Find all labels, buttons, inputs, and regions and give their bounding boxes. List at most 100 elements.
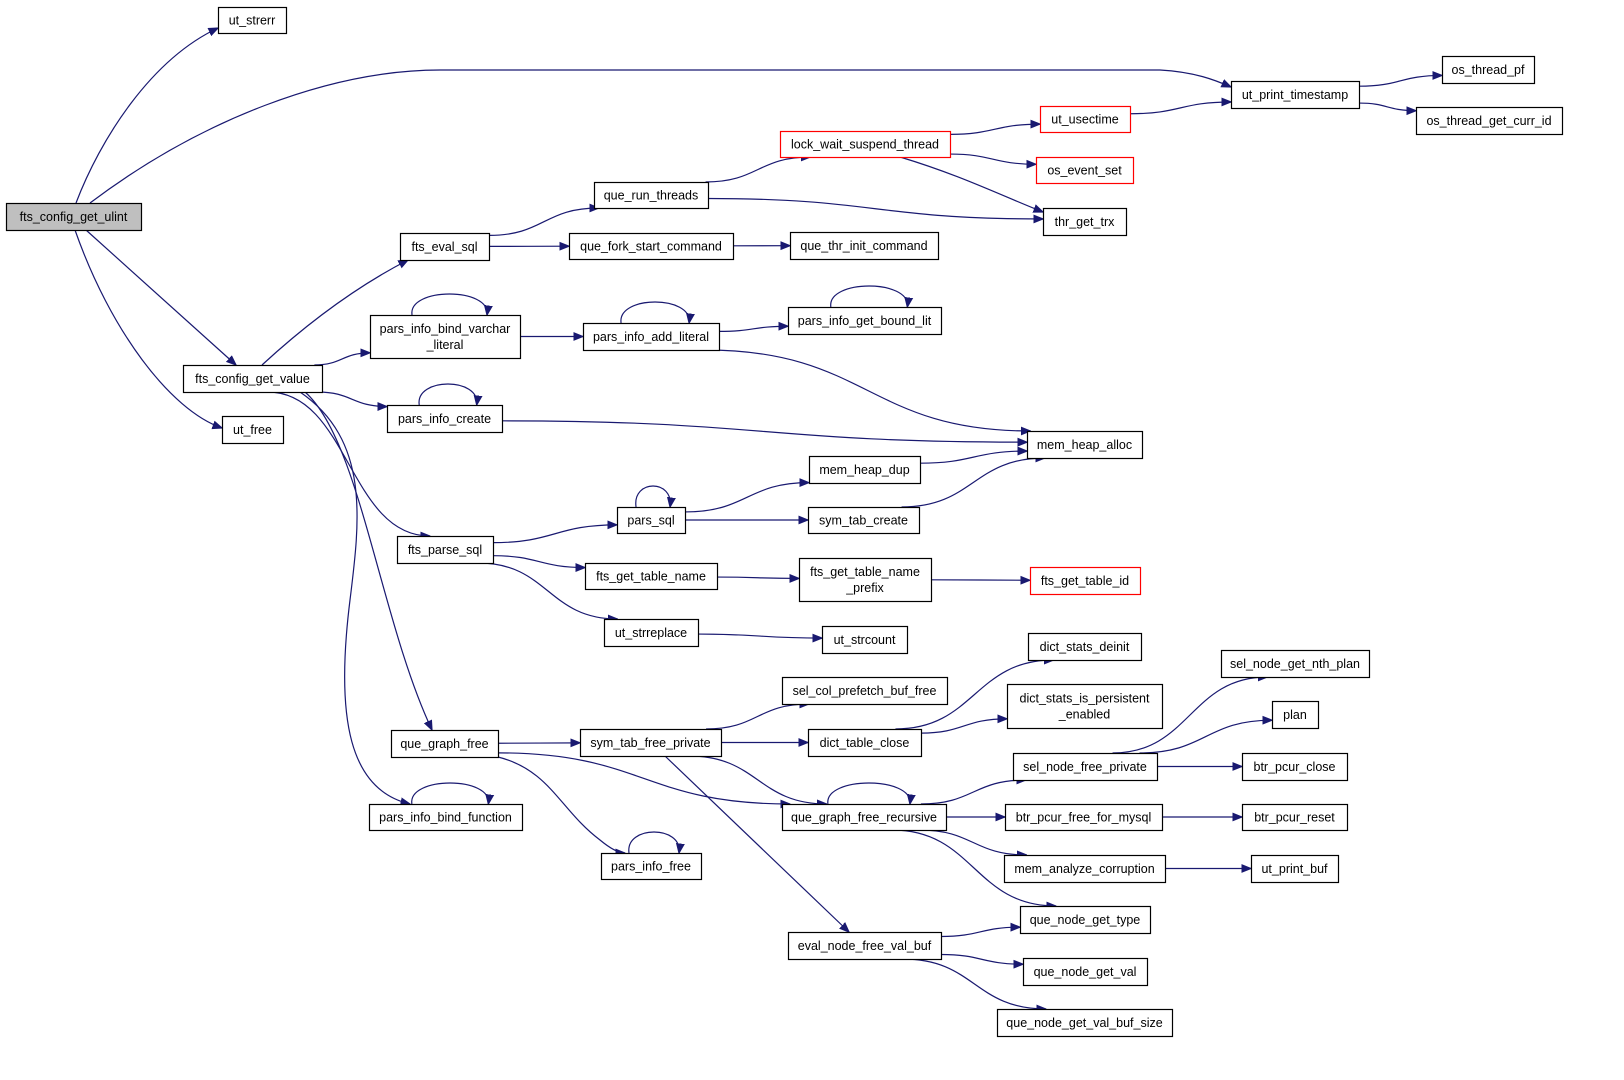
node-box[interactable] — [779, 130, 952, 159]
node-pars_info_bind_function[interactable]: pars_info_bind_function — [368, 803, 524, 832]
node-box[interactable] — [390, 729, 500, 759]
node-box[interactable] — [1230, 80, 1361, 110]
node-thr_get_trx[interactable]: thr_get_trx — [1042, 207, 1128, 237]
node-sel_node_free_private[interactable]: sel_node_free_private — [1012, 752, 1159, 782]
node-fts_get_table_id[interactable]: fts_get_table_id — [1029, 566, 1142, 596]
node-mem_heap_alloc[interactable]: mem_heap_alloc — [1026, 430, 1144, 460]
node-box[interactable] — [996, 1008, 1174, 1038]
node-dict_table_close[interactable]: dict_table_close — [807, 728, 923, 758]
node-box[interactable] — [787, 306, 943, 336]
node-btr_pcur_close[interactable]: btr_pcur_close — [1241, 752, 1349, 782]
node-box[interactable] — [1241, 803, 1349, 832]
node-box[interactable] — [1004, 803, 1164, 832]
node-box[interactable] — [807, 728, 923, 758]
node-pars_info_create[interactable]: pars_info_create — [386, 404, 504, 434]
node-box[interactable] — [781, 676, 949, 706]
node-box[interactable] — [568, 232, 735, 261]
node-os_thread_get_curr_id[interactable]: os_thread_get_curr_id — [1415, 106, 1564, 136]
node-box[interactable] — [1039, 105, 1132, 134]
node-ut_print_buf[interactable]: ut_print_buf — [1250, 854, 1340, 884]
node-box[interactable] — [600, 852, 703, 881]
node-box[interactable] — [1026, 430, 1144, 460]
node-pars_info_bind_varchar_literal[interactable]: pars_info_bind_varchar_literal — [369, 314, 522, 360]
node-que_thr_init_command[interactable]: que_thr_init_command — [789, 231, 940, 261]
node-pars_info_add_literal[interactable]: pars_info_add_literal — [582, 322, 721, 352]
node-box[interactable] — [807, 506, 921, 535]
node-box[interactable] — [1022, 957, 1149, 987]
node-fts_parse_sql[interactable]: fts_parse_sql — [396, 535, 495, 565]
node-fts_config_get_ulint[interactable]: fts_config_get_ulint — [5, 202, 143, 232]
node-box[interactable] — [368, 803, 524, 832]
node-ut_usectime[interactable]: ut_usectime — [1039, 105, 1132, 134]
node-fts_get_table_name_prefix[interactable]: fts_get_table_name_prefix — [798, 557, 933, 603]
node-fts_get_table_name[interactable]: fts_get_table_name — [584, 562, 719, 591]
node-que_node_get_type[interactable]: que_node_get_type — [1019, 905, 1152, 935]
node-sel_col_prefetch_buf_free[interactable]: sel_col_prefetch_buf_free — [781, 676, 949, 706]
node-box[interactable] — [1241, 752, 1349, 782]
node-ut_strcount[interactable]: ut_strcount — [821, 625, 909, 655]
node-pars_info_free[interactable]: pars_info_free — [600, 852, 703, 881]
node-sym_tab_create[interactable]: sym_tab_create — [807, 506, 921, 535]
node-ut_print_timestamp[interactable]: ut_print_timestamp — [1230, 80, 1361, 110]
node-box[interactable] — [808, 455, 922, 485]
node-box[interactable] — [1042, 207, 1128, 237]
node-ut_free[interactable]: ut_free — [221, 415, 285, 445]
node-os_event_set[interactable]: os_event_set — [1035, 156, 1135, 185]
node-btr_pcur_reset[interactable]: btr_pcur_reset — [1241, 803, 1349, 832]
node-box[interactable] — [386, 404, 504, 434]
node-que_node_get_val[interactable]: que_node_get_val — [1022, 957, 1149, 987]
node-mem_analyze_corruption[interactable]: mem_analyze_corruption — [1003, 854, 1167, 884]
node-que_node_get_val_buf_size[interactable]: que_node_get_val_buf_size — [996, 1008, 1174, 1038]
node-box[interactable] — [579, 728, 723, 758]
node-plan[interactable]: plan — [1271, 700, 1320, 730]
node-box[interactable] — [798, 557, 933, 603]
node-btr_pcur_free_for_mysql[interactable]: btr_pcur_free_for_mysql — [1004, 803, 1164, 832]
node-box[interactable] — [221, 415, 285, 445]
node-box[interactable] — [399, 232, 491, 262]
node-mem_heap_dup[interactable]: mem_heap_dup — [808, 455, 922, 485]
node-box[interactable] — [821, 625, 909, 655]
node-box[interactable] — [1027, 632, 1143, 662]
node-box[interactable] — [1271, 700, 1320, 730]
node-box[interactable] — [1019, 905, 1152, 935]
node-box[interactable] — [1415, 106, 1564, 136]
node-que_graph_free[interactable]: que_graph_free — [390, 729, 500, 759]
node-box[interactable] — [1441, 55, 1536, 85]
node-sym_tab_free_private[interactable]: sym_tab_free_private — [579, 728, 723, 758]
node-box[interactable] — [593, 181, 710, 210]
node-box[interactable] — [217, 6, 288, 35]
node-box[interactable] — [582, 322, 721, 352]
node-box[interactable] — [584, 562, 719, 591]
node-lock_wait_suspend_thread[interactable]: lock_wait_suspend_thread — [779, 130, 952, 159]
node-box[interactable] — [369, 314, 522, 360]
node-box[interactable] — [182, 364, 324, 394]
node-box[interactable] — [5, 202, 143, 232]
node-box[interactable] — [396, 535, 495, 565]
node-os_thread_pf[interactable]: os_thread_pf — [1441, 55, 1536, 85]
node-box[interactable] — [1220, 649, 1371, 679]
node-box[interactable] — [1012, 752, 1159, 782]
node-ut_strerr[interactable]: ut_strerr — [217, 6, 288, 35]
node-pars_sql[interactable]: pars_sql — [616, 506, 687, 535]
node-que_fork_start_command[interactable]: que_fork_start_command — [568, 232, 735, 261]
node-box[interactable] — [1006, 683, 1164, 730]
node-ut_strreplace[interactable]: ut_strreplace — [603, 618, 700, 648]
node-dict_stats_is_persistent_enabled[interactable]: dict_stats_is_persistent_enabled — [1006, 683, 1164, 730]
node-pars_info_get_bound_lit[interactable]: pars_info_get_bound_lit — [787, 306, 943, 336]
node-box[interactable] — [1035, 156, 1135, 185]
node-que_graph_free_recursive[interactable]: que_graph_free_recursive — [781, 803, 948, 832]
node-fts_config_get_value[interactable]: fts_config_get_value — [182, 364, 324, 394]
node-box[interactable] — [787, 931, 943, 961]
node-box[interactable] — [1029, 566, 1142, 596]
node-box[interactable] — [1003, 854, 1167, 884]
node-box[interactable] — [781, 803, 948, 832]
node-box[interactable] — [603, 618, 700, 648]
node-eval_node_free_val_buf[interactable]: eval_node_free_val_buf — [787, 931, 943, 961]
node-box[interactable] — [616, 506, 687, 535]
node-box[interactable] — [1250, 854, 1340, 884]
node-sel_node_get_nth_plan[interactable]: sel_node_get_nth_plan — [1220, 649, 1371, 679]
node-box[interactable] — [789, 231, 940, 261]
node-que_run_threads[interactable]: que_run_threads — [593, 181, 710, 210]
node-dict_stats_deinit[interactable]: dict_stats_deinit — [1027, 632, 1143, 662]
node-fts_eval_sql[interactable]: fts_eval_sql — [399, 232, 491, 262]
